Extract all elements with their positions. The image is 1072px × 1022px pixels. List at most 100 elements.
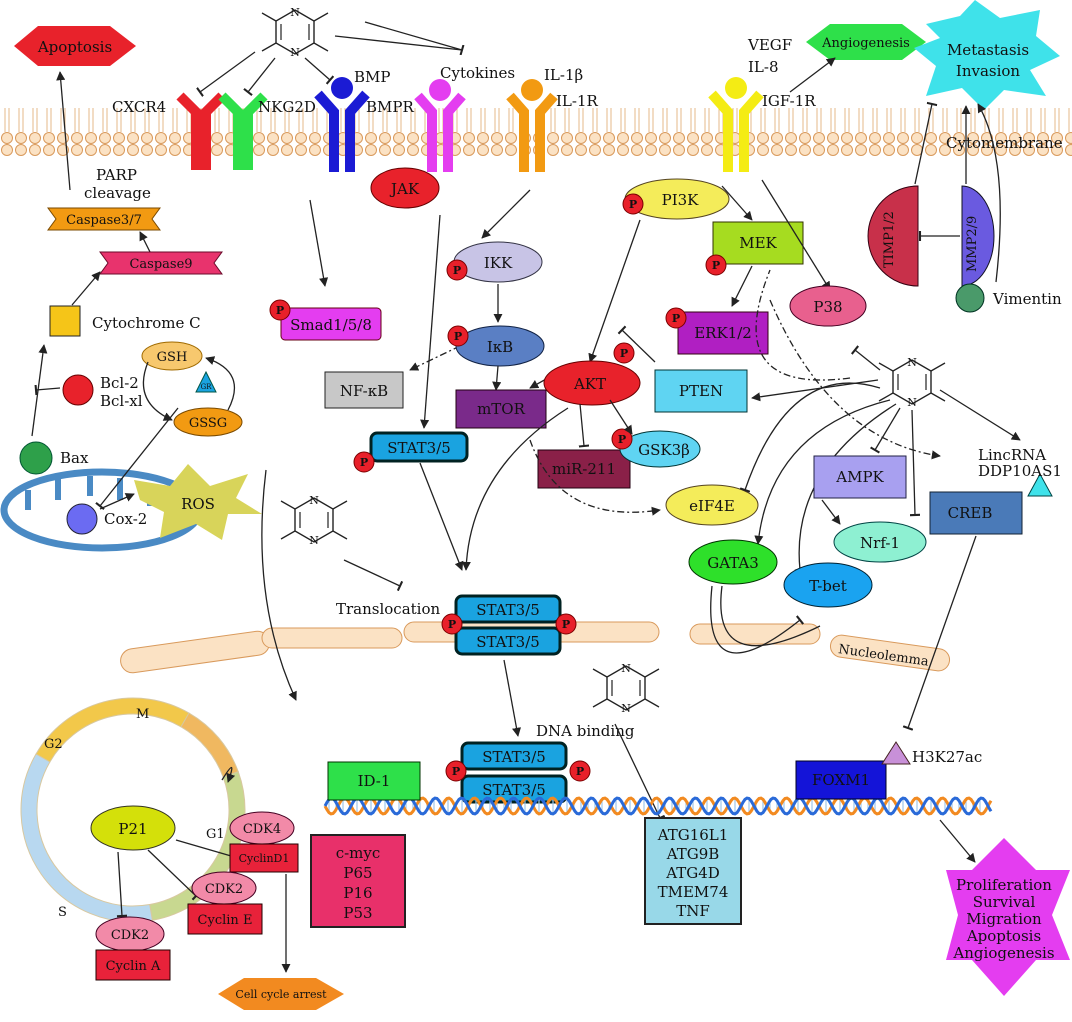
svg-text:CyclinD1: CyclinD1 xyxy=(239,852,290,865)
svg-text:TIMP1/2: TIMP1/2 xyxy=(882,211,897,268)
mir211-node: miR-211 xyxy=(537,449,631,489)
eif4e-node: eIF4E xyxy=(665,484,759,526)
vimentin-label: Vimentin xyxy=(992,290,1062,308)
svg-text:PI3K: PI3K xyxy=(662,191,700,209)
il1b-label: IL-1β xyxy=(544,66,583,84)
cell-cycle-arrest-outcome: Cell cycle arrest xyxy=(218,978,344,1010)
svg-text:P: P xyxy=(629,198,637,211)
cox2-circle xyxy=(66,503,98,535)
svg-text:P: P xyxy=(452,765,460,778)
gsh-node: GSH xyxy=(141,341,203,371)
target-genes-autophagy: ATG16L1 ATG9B ATG4D TMEM74 TNF xyxy=(644,817,742,925)
svg-text:STAT3/5: STAT3/5 xyxy=(476,633,540,651)
svg-text:ERK1/2: ERK1/2 xyxy=(694,324,752,342)
nfkb-node: NF-κB xyxy=(324,371,404,409)
svg-text:P: P xyxy=(620,347,628,360)
phase-g2: G2 xyxy=(44,737,63,752)
final-outcomes-star: Proliferation Survival Migration Apoptos… xyxy=(946,838,1070,996)
pyrazine-molecule-middle xyxy=(280,493,348,548)
svg-text:MMP2/9: MMP2/9 xyxy=(965,216,980,272)
svg-text:Apoptosis: Apoptosis xyxy=(37,38,112,56)
parp-label-2: cleavage xyxy=(84,184,151,202)
parp-label-1: PARP xyxy=(96,166,137,184)
gata3-node: GATA3 xyxy=(688,539,778,585)
svg-text:PTEN: PTEN xyxy=(679,382,723,400)
cytokines-label: Cytokines xyxy=(440,64,515,82)
svg-text:Caspase3/7: Caspase3/7 xyxy=(66,213,142,228)
svg-text:GATA3: GATA3 xyxy=(707,554,759,572)
svg-text:T-bet: T-bet xyxy=(809,577,847,595)
cox2-label: Cox-2 xyxy=(104,510,147,528)
vegf-label: VEGF xyxy=(747,36,792,54)
svg-text:ATG4D: ATG4D xyxy=(665,864,720,882)
svg-text:P: P xyxy=(448,618,456,631)
akt-node: AKT P xyxy=(543,342,641,406)
svg-text:P: P xyxy=(454,330,462,343)
igf1r-receptor xyxy=(708,77,764,172)
nkg2d-receptor xyxy=(218,92,268,170)
bmp-label: BMP xyxy=(354,68,390,86)
il8-label: IL-8 xyxy=(748,58,779,76)
svg-text:CDK2: CDK2 xyxy=(205,882,243,897)
svg-text:AMPK: AMPK xyxy=(835,468,884,486)
cdk2-cycline: CDK2 Cyclin E xyxy=(187,871,263,935)
svg-text:P: P xyxy=(672,312,680,325)
cxcr4-receptor xyxy=(176,92,226,170)
svg-text:mTOR: mTOR xyxy=(477,400,526,418)
angiogenesis-outcome: Angiogenesis xyxy=(806,24,926,60)
phase-s: S xyxy=(58,905,67,920)
phase-m: M xyxy=(136,707,149,722)
jak-node: JAK xyxy=(370,167,440,209)
svg-text:IκB: IκB xyxy=(487,338,513,356)
caspase9-node: Caspase9 xyxy=(99,251,223,275)
cytochrome-c-square xyxy=(49,305,81,337)
svg-text:c-myc: c-myc xyxy=(336,844,381,862)
bmpr-label: BMPR xyxy=(366,98,414,116)
pyrazine-molecule-top xyxy=(261,5,329,60)
svg-text:Angiogenesis: Angiogenesis xyxy=(952,944,1054,962)
svg-text:Cyclin E: Cyclin E xyxy=(198,913,253,928)
bcl2-circle xyxy=(62,374,94,406)
caspase37-node: Caspase3/7 xyxy=(47,207,161,231)
svg-text:ATG16L1: ATG16L1 xyxy=(657,826,729,844)
svg-text:GSSG: GSSG xyxy=(189,416,227,431)
mek-node: MEK P xyxy=(705,221,804,276)
lincrna-label-1: LincRNA xyxy=(978,446,1046,464)
svg-text:Smad1/5/8: Smad1/5/8 xyxy=(290,316,372,334)
svg-text:Nrf-1: Nrf-1 xyxy=(860,534,900,552)
svg-text:STAT3/5: STAT3/5 xyxy=(482,781,546,799)
ikb-node: IκB P xyxy=(447,325,545,367)
bmpr-receptor xyxy=(314,77,370,172)
ikk-node: IKK P xyxy=(446,241,543,283)
ros-star: ROS xyxy=(134,464,262,540)
bax-label: Bax xyxy=(60,449,89,467)
svg-text:P: P xyxy=(712,259,720,272)
svg-text:ROS: ROS xyxy=(181,495,215,513)
gr-triangle: GR xyxy=(195,370,217,393)
dna-helix xyxy=(323,796,993,816)
lincrna-label-2: DDP10AS1 xyxy=(978,462,1062,480)
pyrazine-molecule-nucleus xyxy=(592,661,660,716)
svg-text:GR: GR xyxy=(201,383,213,391)
svg-text:P38: P38 xyxy=(813,298,842,316)
svg-text:P16: P16 xyxy=(343,884,372,902)
svg-text:ID-1: ID-1 xyxy=(358,772,391,790)
svg-text:P: P xyxy=(562,618,570,631)
smad-node: Smad1/5/8 P xyxy=(269,299,382,341)
svg-text:MEK: MEK xyxy=(739,234,777,252)
bclxl-label: Bcl-xl xyxy=(100,392,143,410)
igf1r-label: IGF-1R xyxy=(762,92,816,110)
svg-text:P: P xyxy=(276,304,284,317)
mtor-node: mTOR xyxy=(455,389,547,429)
vimentin-circle xyxy=(955,283,985,313)
bcl2-label: Bcl-2 xyxy=(100,374,139,392)
ampk-node: AMPK xyxy=(813,455,907,499)
svg-text:Angiogenesis: Angiogenesis xyxy=(821,36,910,51)
cdk2-cyclina: CDK2 Cyclin A xyxy=(95,916,171,981)
stat35-dna-dimer: STAT3/5 STAT3/5 P P xyxy=(445,741,591,804)
svg-text:P: P xyxy=(453,264,461,277)
cdk4-cyclind1: CDK4 CyclinD1 xyxy=(229,811,299,873)
il1r-receptor xyxy=(506,79,558,172)
svg-text:CDK4: CDK4 xyxy=(243,822,281,837)
